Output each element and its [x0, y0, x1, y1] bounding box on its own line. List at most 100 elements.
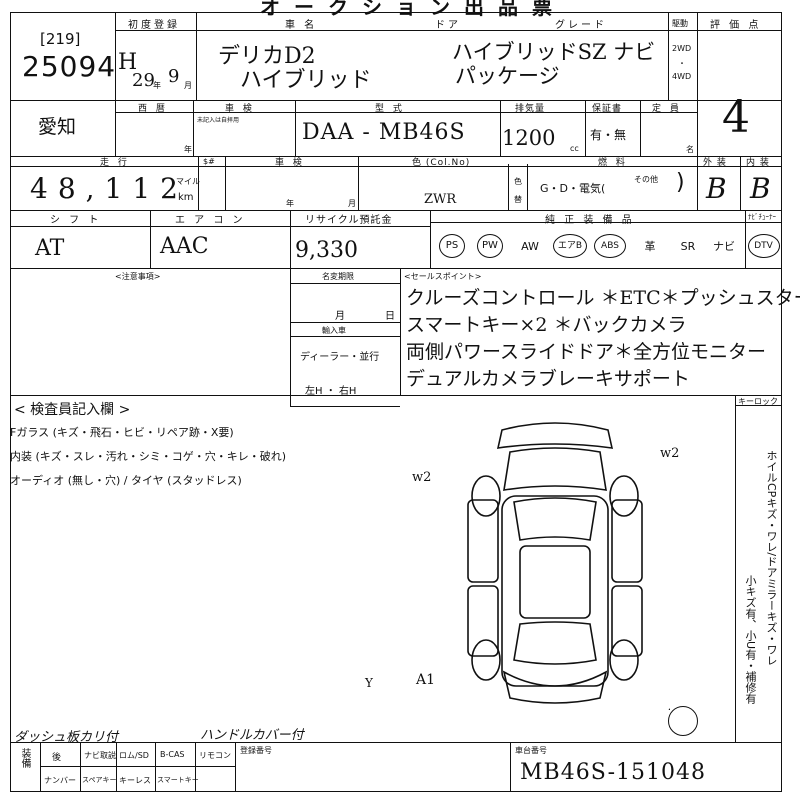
left-rear-wheel [471, 639, 501, 681]
lot-number: 25094 [22, 50, 117, 83]
footer-r1-c3: ロム/SD [119, 751, 149, 760]
grade-line1: ハイブリッドSZ ナビ [452, 40, 656, 64]
right-front-wheel [609, 475, 639, 517]
door-label: ドア [435, 20, 461, 31]
shift-label: シ フ ト [50, 215, 102, 226]
sdollar-label: $# [203, 157, 215, 166]
car-name-line1: デリカD2 [218, 44, 316, 69]
left-front-wheel [471, 475, 501, 517]
equipment-leather: 革 [644, 240, 656, 253]
footer-r1-c1: 後 [52, 753, 62, 763]
expiry-label: 名変期限 [322, 272, 354, 281]
persons-unit: 名 [686, 145, 694, 154]
chassis-label: 車台番号 [515, 746, 547, 755]
chassis-value: MB46S-151048 [520, 760, 706, 785]
equipment-navi: ナビ [713, 240, 735, 253]
sales-line-3: 両側パワースライドドア＊全方位モニター [406, 341, 767, 363]
fuel-options: G・D・電気( [540, 182, 606, 195]
era-value: H [118, 50, 138, 75]
displacement-label: 排気量 [515, 104, 546, 114]
km-bottom-label: km [178, 192, 194, 203]
footer-side-label: 装備 [19, 748, 30, 768]
score-value: 4 [722, 92, 750, 143]
model-code-value: DAA - MB46S [302, 120, 466, 145]
warranty-value: 有・無 [590, 128, 627, 142]
warranty-label: 保証書 [592, 104, 623, 114]
equipment-ps: PS [434, 228, 470, 264]
exterior-value: B [706, 172, 727, 205]
drive-4wd: 4WD [672, 72, 692, 81]
recycle-value: 9,330 [295, 238, 358, 263]
color-label: 色 (Col.No) [412, 158, 471, 168]
capacity-label: 定 員 [652, 104, 682, 114]
displacement-value: 1200 [502, 126, 556, 150]
left-front-door [467, 499, 499, 583]
fuel-other-label: その他 [634, 175, 658, 184]
inspection-year-unit: 年 [184, 145, 192, 154]
mileage-value: 48,112 [30, 172, 188, 205]
exterior-label: 外 装 [703, 158, 727, 168]
first-reg-label: 初度登録 [128, 20, 180, 31]
a1-mark: A1 [416, 672, 436, 688]
km-top-label: マイル [176, 177, 200, 186]
spare-tire-circle [668, 706, 698, 736]
registration-label: 登録番号 [240, 746, 272, 755]
import-option2: 左H ・ 右H [305, 386, 357, 397]
right-rear-wheel [609, 639, 639, 681]
fuel-label: 燃 料 [598, 158, 628, 168]
right-front-door [611, 499, 643, 583]
windshield [513, 497, 597, 541]
caution-label: <注意事項> [115, 272, 161, 281]
form-title: オークション出品票 [260, 0, 566, 19]
footer-r1-c4: B-CAS [160, 750, 185, 759]
sales-line-1: クルーズコントロール ＊ETC＊プッシュスタート [406, 287, 800, 309]
y1-mark: Y [365, 676, 373, 690]
equipment-abs: ABS [590, 228, 630, 264]
inspection-note: 未記入は自拝用 [197, 117, 240, 124]
car-name-line2: ハイブリッド [240, 68, 372, 93]
reg-year-unit: 年 [153, 81, 161, 90]
navi-tuner-label: ﾅﾋﾞﾁｭｰﾅｰ [748, 213, 776, 221]
drive-label: 駆動 [672, 19, 688, 28]
import-option1: ディーラー・並行 [300, 352, 380, 363]
cc-unit: cc [570, 144, 579, 153]
footer-r2-c2: スペアキー [82, 776, 117, 784]
equipment-label: 純 正 装 備 品 [545, 215, 635, 226]
form-frame [10, 12, 782, 792]
equipment-airbag: エアB [550, 228, 590, 264]
import-label: 輸入車 [322, 326, 346, 335]
equipment-aw: AW [521, 239, 539, 253]
prefecture-value: 愛知 [38, 116, 77, 138]
expiry-month: 月 [335, 311, 345, 322]
dash-note: ダッシュ板カリ付 [14, 730, 119, 745]
color-side-a: 色 [514, 177, 522, 186]
score-label: 評 価 点 [710, 20, 762, 31]
color-side-b: 替 [514, 195, 522, 204]
model-label: 型 式 [375, 104, 405, 114]
drive-dot: ・ [678, 59, 686, 68]
hood [503, 447, 607, 491]
footer-r2-c4: スマートキー [157, 776, 199, 784]
car-diagram [467, 422, 670, 710]
reg-month-unit: 月 [184, 81, 192, 90]
rear-window [513, 621, 597, 665]
fuel-close: ) [676, 170, 685, 195]
front-bumper [496, 422, 614, 449]
footer-r1-c2: ナビ取説 [84, 751, 116, 760]
side-note-2: 小キズ有、小U有・補修有 [744, 575, 757, 705]
rear-bumper [502, 670, 608, 704]
footer-r2-c3: キーレス [119, 776, 151, 785]
shift-value: AT [35, 236, 65, 261]
footer-r1-c5: リモコン [199, 751, 231, 760]
shaken-label: 車 検 [275, 158, 305, 168]
mileage-label: 走 行 [100, 158, 130, 168]
equipment-sr: SR [680, 239, 696, 253]
sales-line-2: スマートキー×2 ＊バックカメラ [406, 314, 687, 336]
aircon-label: エ ア コ ン [175, 215, 246, 226]
reg-month-value: 9 [168, 66, 180, 87]
left-rear-door [467, 585, 499, 657]
interior-line: 内装 (キズ・スレ・汚れ・シミ・コゲ・穴・キレ・破れ) [10, 450, 287, 463]
glass-line: Fガラス (キズ・飛石・ヒビ・リペア跡・X要) [10, 426, 234, 439]
right-rear-door [611, 585, 643, 657]
color-code-value: ZWR [424, 192, 457, 207]
